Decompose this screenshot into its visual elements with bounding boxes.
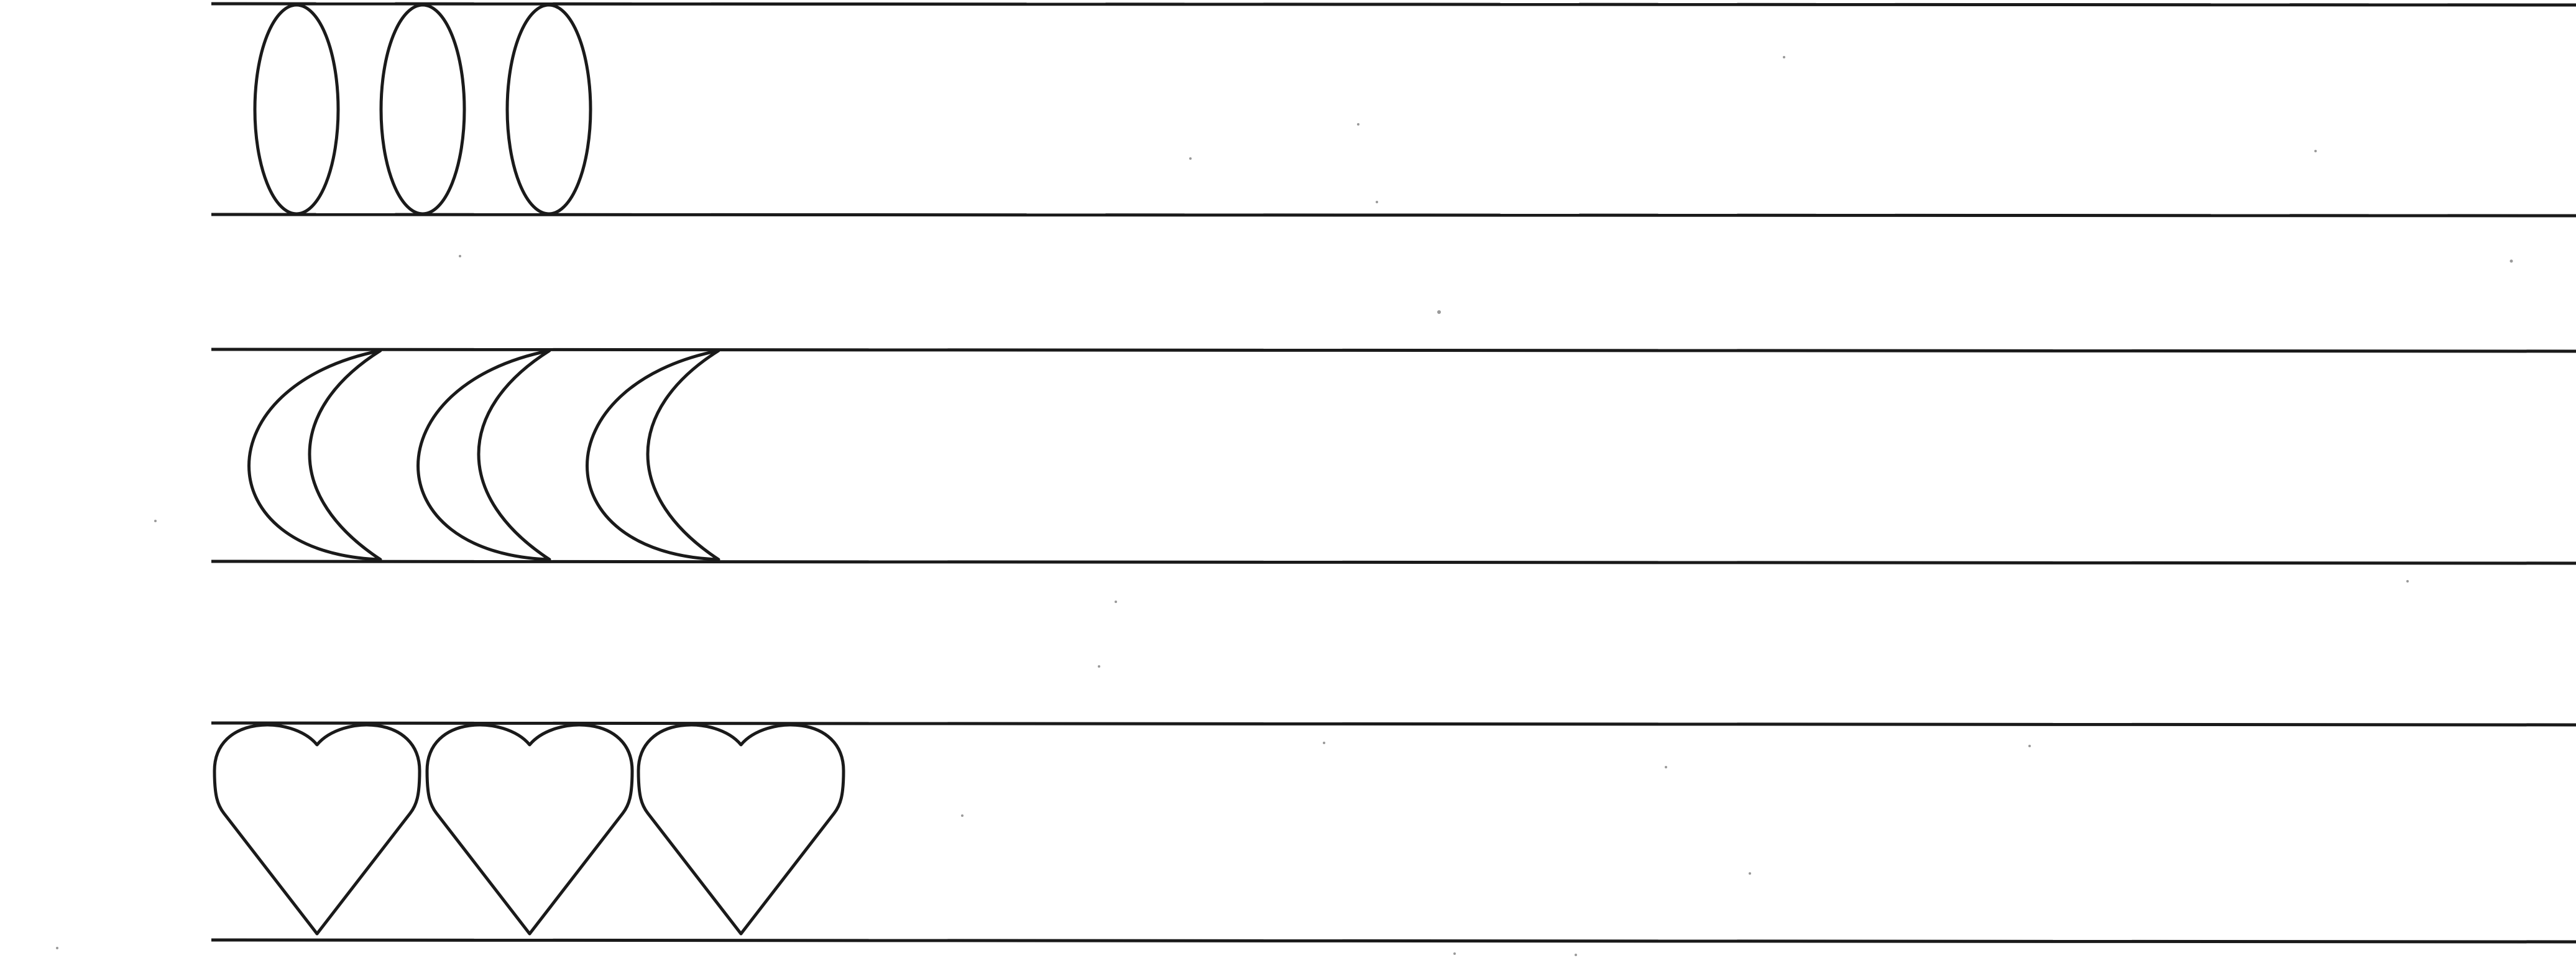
speck	[1323, 742, 1325, 744]
oval-shape	[379, 3, 466, 216]
speck	[1098, 665, 1100, 668]
crescent-shape	[586, 349, 720, 561]
row-crescents-bottom-line	[211, 560, 2576, 565]
speck	[1437, 310, 1441, 314]
row-ovals-bottom-line	[211, 213, 2576, 218]
speck	[1453, 952, 1456, 955]
heart-shape	[637, 723, 845, 936]
speck	[1357, 123, 1359, 126]
speck	[154, 520, 157, 522]
speck	[1783, 56, 1785, 58]
speck	[1749, 872, 1751, 875]
speck	[1115, 601, 1117, 603]
row-ovals-top-line	[211, 2, 2576, 7]
crescent-shape	[416, 349, 551, 561]
row-hearts-bottom-line	[211, 938, 2576, 944]
oval-shape	[505, 3, 592, 216]
row-hearts	[211, 721, 2576, 944]
speck	[56, 947, 58, 949]
row-crescents-top-line	[211, 348, 2576, 353]
row-ovals	[211, 2, 2576, 218]
row-hearts-top-line	[211, 721, 2576, 727]
heart-shape	[425, 723, 634, 936]
speck	[1189, 157, 1192, 160]
speck	[1665, 766, 1667, 768]
crescent-shape	[247, 349, 382, 561]
speck	[961, 814, 964, 817]
speck	[2509, 259, 2513, 263]
speck	[1575, 954, 1577, 956]
speck	[459, 255, 461, 257]
row-crescents	[211, 348, 2576, 565]
speck	[2406, 580, 2409, 583]
speck	[1376, 201, 1378, 203]
scan-specks	[56, 56, 2513, 956]
heart-shape	[213, 723, 421, 936]
speck	[2028, 745, 2031, 747]
oval-shape	[253, 3, 340, 216]
speck	[2314, 150, 2317, 152]
